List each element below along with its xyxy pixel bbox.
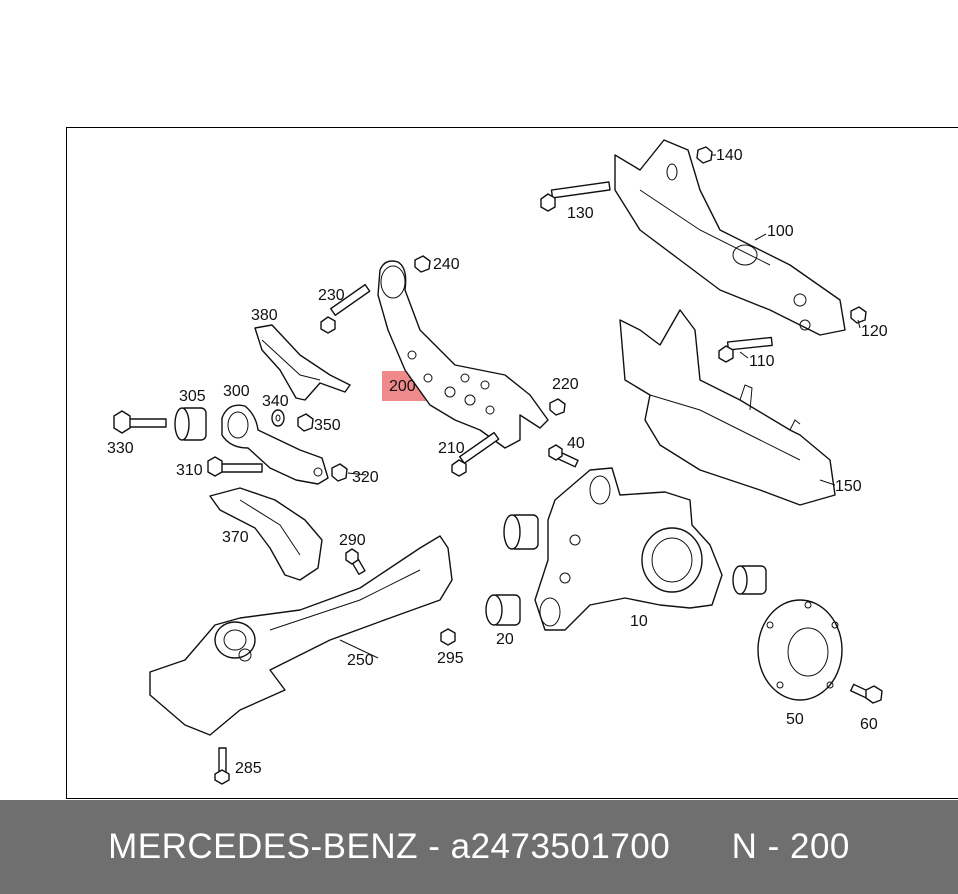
exploded-parts-diagram: 140 130 100 120 110 240 230 380 200 220 … [107, 139, 888, 785]
label-150[interactable]: 150 [835, 478, 862, 495]
part-bracket-380[interactable] [254, 324, 351, 401]
bushing-20[interactable] [485, 514, 539, 626]
nut-320[interactable] [331, 463, 348, 482]
label-240[interactable]: 240 [433, 256, 460, 273]
footer-brand: MERCEDES-BENZ [108, 827, 418, 866]
label-330[interactable]: 330 [107, 440, 134, 457]
part-knuckle-10[interactable] [534, 467, 723, 631]
label-380[interactable]: 380 [251, 307, 278, 324]
label-350[interactable]: 350 [314, 417, 341, 434]
label-50[interactable]: 50 [786, 711, 804, 728]
label-340[interactable]: 340 [262, 393, 289, 410]
part-cover-150[interactable] [619, 309, 836, 506]
bolt-230[interactable] [320, 283, 371, 334]
label-320[interactable]: 320 [352, 469, 379, 486]
label-130[interactable]: 130 [567, 205, 594, 222]
bolt-40[interactable] [548, 444, 579, 468]
label-60[interactable]: 60 [860, 716, 878, 733]
label-310[interactable]: 310 [176, 462, 203, 479]
bolt-110[interactable] [718, 336, 773, 363]
label-230[interactable]: 230 [318, 287, 345, 304]
footer-separator: - [418, 827, 451, 866]
bolt-290[interactable] [345, 548, 366, 575]
nut-295[interactable] [440, 628, 456, 646]
nut-120[interactable] [850, 306, 867, 324]
label-220[interactable]: 220 [552, 376, 579, 393]
washer-340[interactable] [271, 409, 285, 427]
part-trailing-arm-250[interactable] [149, 535, 453, 736]
bolt-310[interactable] [207, 456, 263, 477]
bushing-knuckle[interactable] [732, 565, 767, 595]
nut-140[interactable] [696, 146, 713, 164]
bolt-210[interactable] [451, 431, 500, 477]
part-bracket-370[interactable] [209, 487, 323, 581]
label-100[interactable]: 100 [767, 223, 794, 240]
bolt-130[interactable] [540, 181, 611, 212]
footer-part-number: a2473501700 [450, 827, 671, 866]
label-295[interactable]: 295 [437, 650, 464, 667]
footer-position: N - 200 [731, 827, 850, 866]
label-10[interactable]: 10 [630, 613, 648, 630]
part-link-300[interactable] [221, 404, 329, 485]
nut-220[interactable] [549, 398, 566, 416]
label-140[interactable]: 140 [716, 147, 743, 164]
footer-bar: MERCEDES-BENZ - a2473501700 N - 200 [0, 800, 958, 894]
part-control-arm-200[interactable] [377, 260, 549, 449]
nut-240[interactable] [414, 255, 431, 273]
bushing-305[interactable] [174, 407, 207, 441]
label-370[interactable]: 370 [222, 529, 249, 546]
part-wheel-hub-50[interactable] [757, 599, 843, 701]
label-305[interactable]: 305 [179, 388, 206, 405]
label-110[interactable]: 110 [749, 353, 775, 370]
label-285[interactable]: 285 [235, 760, 262, 777]
bolt-285[interactable] [214, 747, 230, 785]
label-250[interactable]: 250 [347, 652, 374, 669]
nut-350[interactable] [297, 413, 314, 432]
label-210[interactable]: 210 [438, 440, 465, 457]
label-20[interactable]: 20 [496, 631, 514, 648]
part-subframe-100[interactable] [614, 139, 846, 336]
diagram-frame [66, 127, 958, 799]
footer-gap [670, 827, 731, 867]
label-200[interactable]: 200 [389, 378, 416, 395]
label-40[interactable]: 40 [567, 435, 585, 452]
bolt-60[interactable] [850, 683, 883, 704]
bolt-330[interactable] [113, 410, 167, 434]
label-300[interactable]: 300 [223, 383, 250, 400]
label-290[interactable]: 290 [339, 532, 366, 549]
label-120[interactable]: 120 [861, 323, 888, 340]
leader-lines [339, 154, 861, 659]
